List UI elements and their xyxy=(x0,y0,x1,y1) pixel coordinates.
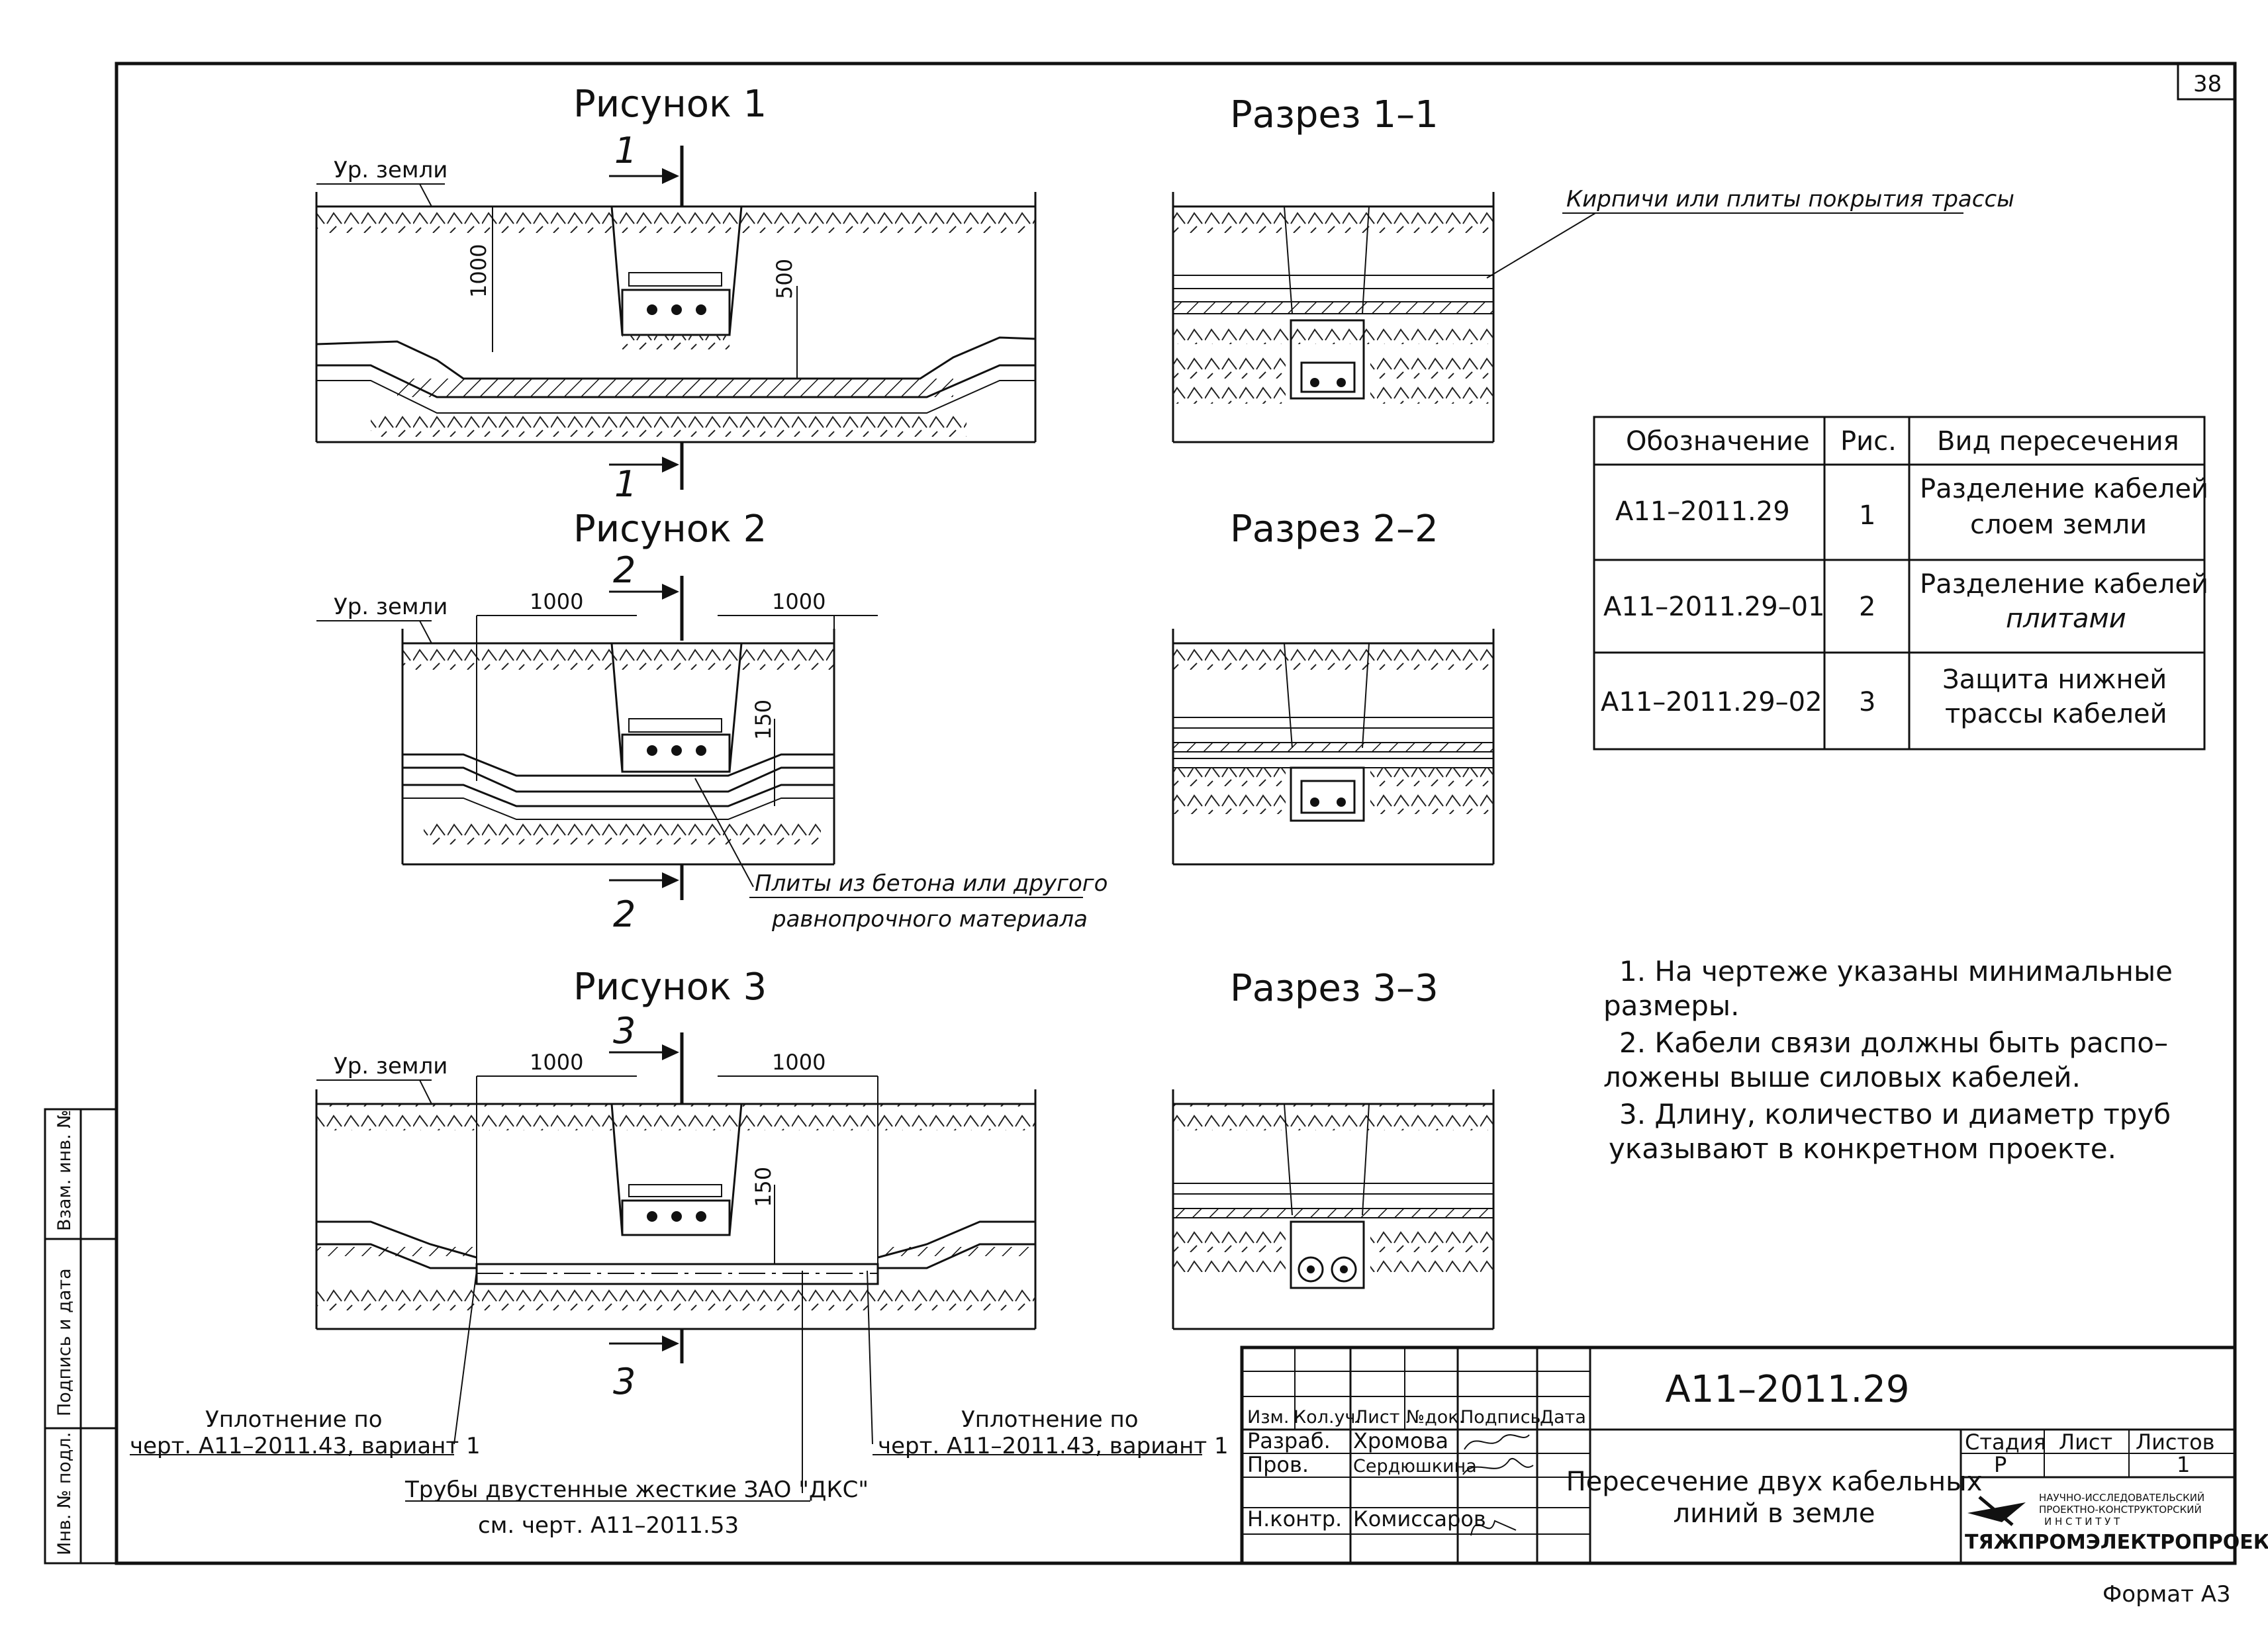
table-row-1-code: А11–2011.29 xyxy=(1615,496,1790,527)
side-stamp: Взам. инв. № Подпись и дата Инв. № подл. xyxy=(44,1108,118,1565)
table-header-fig: Рис. xyxy=(1840,426,1897,457)
section-2: Разрез 2–2 xyxy=(1172,508,1495,866)
figure-1-dim-depth: 1000 xyxy=(466,244,491,298)
figure-3-title: Рисунок 3 xyxy=(573,966,767,1009)
signature-checker xyxy=(1462,1458,1534,1475)
figure-2-cut-top: 2 xyxy=(613,549,636,591)
section-2-title: Разрез 2–2 xyxy=(1230,508,1439,551)
figure-3-seal-right-2: черт. А11–2011.43, вариант 1 xyxy=(878,1433,1229,1459)
figure-2-dim-left: 1000 xyxy=(530,589,583,614)
doc-title-1: Пересечение двух кабельных xyxy=(1566,1467,1983,1497)
sheets-label: Листов xyxy=(2136,1430,2215,1455)
figure-1-cut-bottom: 1 xyxy=(614,463,637,505)
figure-3-seal-right-1: Уплотнение по xyxy=(961,1406,1139,1433)
title-col-sheet: Лист xyxy=(1354,1407,1399,1428)
org-logo-icon xyxy=(1967,1496,2026,1526)
section-3: Разрез 3–3 xyxy=(1172,967,1495,1330)
figure-3-cut-bottom: 3 xyxy=(613,1361,636,1402)
stage-label: Стадия xyxy=(1965,1430,2046,1455)
table-row-1-fig: 1 xyxy=(1859,500,1875,531)
note-3-line-1: 3. Длину, количество и диаметр труб xyxy=(1619,1098,2171,1130)
title-col-signature: Подпись xyxy=(1460,1407,1540,1428)
figure-3-cut-top: 3 xyxy=(613,1010,636,1052)
figure-2-title: Рисунок 2 xyxy=(573,508,767,551)
table-row-1-type-2: слоем земли xyxy=(1970,510,2147,540)
figure-3: Рисунок 3 3 Ур. земли 1000 1000 xyxy=(130,966,1229,1539)
title-col-docnum: №док. xyxy=(1406,1407,1464,1428)
title-col-date: Дата xyxy=(1540,1407,1586,1428)
table-row-2-type-1: Разделение кабелей xyxy=(1920,569,2208,600)
figure-1-ground-label: Ур. земли xyxy=(334,157,448,183)
side-stamp-inventory: Инв. № подл. xyxy=(54,1432,75,1555)
role-norm-control: Н.контр. xyxy=(1247,1506,1342,1531)
sheet-frame xyxy=(115,62,2237,1565)
figure-3-seal-left-1: Уплотнение по xyxy=(205,1406,383,1433)
table-row-3-type-2: трассы кабелей xyxy=(1945,699,2167,729)
name-developer: Хромова xyxy=(1353,1428,1448,1453)
figure-2-callout-2: равнопрочного материала xyxy=(771,906,1088,933)
sheets-value: 1 xyxy=(2177,1452,2190,1477)
section-1-callout: Кирпичи или плиты покрытия трассы xyxy=(1566,186,2014,212)
note-3-line-2: указывают в конкретном проекте. xyxy=(1609,1132,2116,1165)
note-2-line-2: ложены выше силовых кабелей. xyxy=(1603,1061,2081,1093)
section-3-title: Разрез 3–3 xyxy=(1230,967,1439,1010)
table-row-3-type-1: Защита нижней xyxy=(1942,664,2167,695)
table-row-3-code: А11–2011.29–02 xyxy=(1601,687,1822,717)
figure-2: Рисунок 2 2 Ур. земли 1000 1000 150 xyxy=(316,508,1108,935)
table-header-type: Вид пересечения xyxy=(1937,426,2179,457)
figure-2-ground-label: Ур. земли xyxy=(334,594,448,620)
figure-3-ground-label: Ур. земли xyxy=(334,1053,448,1079)
note-1-line-1: 1. На чертеже указаны минимальные xyxy=(1619,955,2173,987)
table-row-1-type-1: Разделение кабелей xyxy=(1920,474,2208,504)
sheet-label: Лист xyxy=(2059,1430,2112,1455)
figure-3-pipes-2: см. черт. А11–2011.53 xyxy=(478,1512,739,1539)
figure-3-dim-right: 1000 xyxy=(772,1050,826,1075)
table-row-2-fig: 2 xyxy=(1859,592,1875,622)
figure-1-dim-gap: 500 xyxy=(772,259,797,299)
role-developer: Разраб. xyxy=(1247,1428,1331,1453)
doc-code: А11–2011.29 xyxy=(1665,1368,1909,1411)
title-block: Изм. Кол.уч. Лист №док. Подпись Дата Раз… xyxy=(1240,1346,2268,1565)
org-name: ТЯЖПРОМЭЛЕКТРОПРОЕКТ xyxy=(1965,1531,2268,1554)
figure-1-title: Рисунок 1 xyxy=(573,83,767,126)
table-header-code: Обозначение xyxy=(1626,426,1810,457)
figure-2-cut-bottom: 2 xyxy=(613,893,636,935)
figure-1-cut-top: 1 xyxy=(614,130,637,171)
org-small-2: ПРОЕКТНО-КОНСТРУКТОРСКИЙ xyxy=(2039,1503,2202,1516)
figure-3-pipes-1: Трубы двустенные жесткие ЗАО "ДКС" xyxy=(404,1477,869,1503)
figure-3-seal-left-2: черт. А11–2011.43, вариант 1 xyxy=(130,1433,481,1459)
designation-table: Обозначение Рис. Вид пересечения А11–201… xyxy=(1593,416,2208,751)
org-small-1: НАУЧНО-ИССЛЕДОВАТЕЛЬСКИЙ xyxy=(2039,1491,2204,1504)
doc-title-2: линий в земле xyxy=(1674,1498,1875,1529)
figure-2-callout-1: Плиты из бетона или другого xyxy=(755,870,1108,897)
figure-2-dim-right: 1000 xyxy=(772,589,826,614)
figure-3-dim-left: 1000 xyxy=(530,1050,583,1075)
section-1-title: Разрез 1–1 xyxy=(1230,93,1439,136)
name-norm-control: Комиссаров xyxy=(1353,1506,1486,1531)
signature-developer xyxy=(1464,1434,1530,1450)
figure-1: Рисунок 1 Ур. земли 1000 500 1 xyxy=(315,83,1037,505)
side-stamp-signature: Подпись и дата xyxy=(54,1268,75,1416)
note-1-line-2: размеры. xyxy=(1603,989,1739,1022)
page-number-box xyxy=(2177,64,2235,101)
figure-2-dim-gap: 150 xyxy=(751,700,776,740)
table-row-3-fig: 3 xyxy=(1859,687,1875,717)
table-row-2-type-2: плитами xyxy=(2006,604,2126,634)
title-col-count: Кол.уч. xyxy=(1294,1407,1361,1428)
page-number: 38 xyxy=(2193,71,2222,97)
side-stamp-replace: Взам. инв. № xyxy=(54,1110,75,1231)
notes: 1. На чертеже указаны минимальные размер… xyxy=(1603,955,2173,1165)
section-1: Разрез 1–1 Кирпичи или плиты покрытия тр… xyxy=(1172,93,2014,443)
format-label: Формат А3 xyxy=(2103,1581,2231,1608)
stage-value: Р xyxy=(1994,1452,2007,1477)
title-col-change: Изм. xyxy=(1247,1407,1290,1428)
org-small-3: И Н С Т И Т У Т xyxy=(2044,1516,2120,1528)
figure-3-dim-gap: 150 xyxy=(751,1167,776,1207)
note-2-line-1: 2. Кабели связи должны быть распо– xyxy=(1619,1026,2168,1059)
signature-norm-control xyxy=(1470,1520,1517,1536)
name-checker: Сердюшкина xyxy=(1353,1456,1477,1477)
role-checker: Пров. xyxy=(1247,1452,1309,1477)
table-row-2-code: А11–2011.29–01 xyxy=(1603,592,1825,622)
